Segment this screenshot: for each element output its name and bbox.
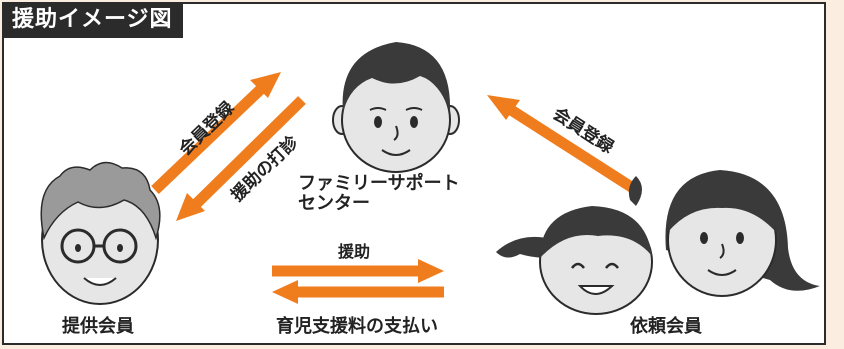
mother-person-icon bbox=[665, 170, 820, 297]
arrow-register-requester bbox=[487, 95, 639, 195]
arrow-payment bbox=[272, 280, 444, 304]
arrow-register-provider bbox=[151, 72, 281, 194]
arrow-label-payment: 育児支援料の支払い bbox=[276, 316, 438, 337]
provider-person-icon bbox=[40, 161, 161, 305]
center-label-line2: センター bbox=[298, 193, 370, 214]
provider-label: 提供会員 bbox=[62, 316, 134, 337]
center-person-icon bbox=[332, 42, 460, 173]
child-person-icon bbox=[496, 176, 653, 315]
arrow-support bbox=[272, 259, 444, 283]
arrow-support-inquiry bbox=[176, 96, 306, 221]
page-margin bbox=[826, 0, 844, 349]
requester-label: 依頼会員 bbox=[630, 316, 702, 337]
arrow-label-support: 援助 bbox=[338, 242, 371, 261]
diagram-title: 援助イメージ図 bbox=[2, 2, 183, 38]
center-label-line1: ファミリーサポート bbox=[298, 173, 460, 194]
